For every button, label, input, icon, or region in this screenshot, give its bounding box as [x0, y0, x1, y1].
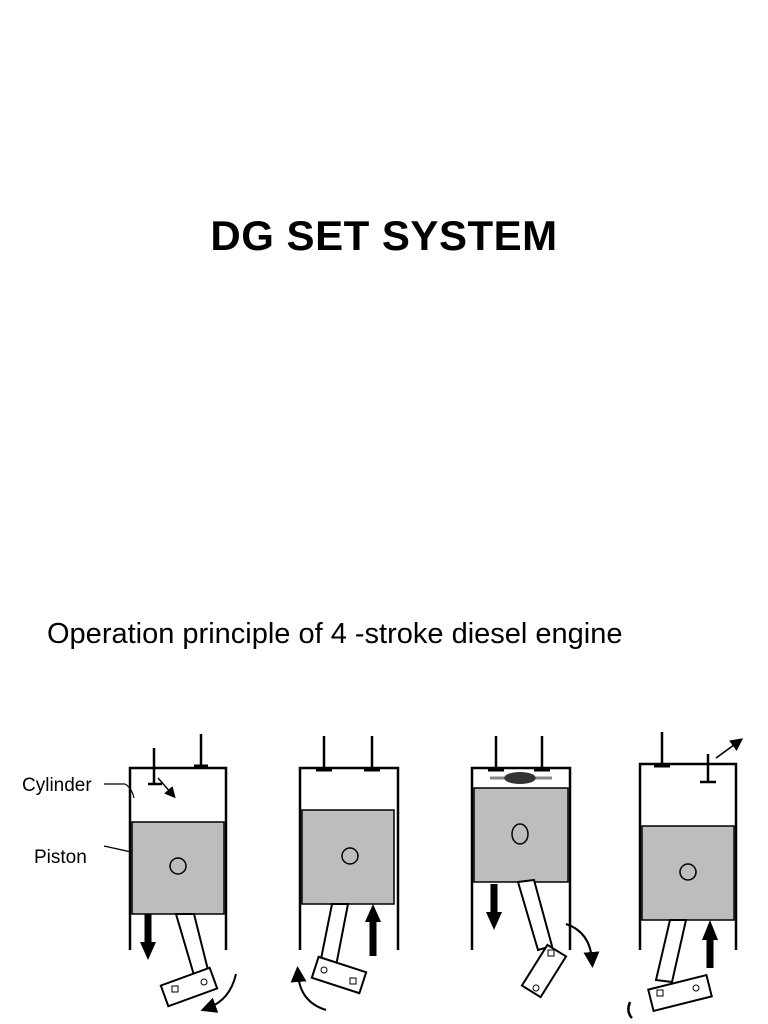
connecting-rod [654, 919, 688, 984]
cylinder-wall [638, 762, 738, 950]
crank-rotation-arrow [565, 923, 600, 968]
piston [473, 787, 569, 883]
crank [647, 973, 713, 1013]
piston [131, 821, 225, 915]
engine-stroke-diagram: Cylinder Piston [22, 732, 744, 1019]
connecting-rod [516, 878, 554, 952]
piston-label: Piston [34, 847, 87, 868]
piston-pin [169, 857, 187, 875]
slide-subtitle: Operation principle of 4 -stroke diesel … [47, 618, 623, 650]
stroke-2-compression [290, 736, 400, 1011]
exhaust-gas-arrow [715, 738, 744, 759]
stroke-3-power [470, 736, 600, 999]
crank [310, 955, 368, 995]
piston-pin [679, 863, 697, 881]
piston-pin [511, 823, 529, 845]
cylinder-label: Cylinder [22, 775, 92, 796]
crank-rotation-arrow [200, 973, 237, 1013]
piston-pin [341, 847, 359, 865]
piston [301, 809, 395, 905]
cylinder-wall [298, 766, 400, 950]
piston [641, 825, 735, 921]
stroke-1-intake [128, 734, 237, 1013]
connecting-rod [318, 903, 350, 968]
crank [159, 966, 219, 1008]
crank [520, 943, 568, 999]
slide-title: DG SET SYSTEM [210, 212, 558, 259]
crank-rotation-arrow [290, 966, 327, 1011]
cylinder-wall [128, 766, 228, 950]
air-intake-arrow [157, 777, 176, 799]
fuel-injection-spray [504, 772, 536, 784]
stroke-4-exhaust [627, 732, 744, 1019]
cylinder-wall [470, 766, 572, 950]
crank-rotation-arrow [627, 1001, 633, 1019]
